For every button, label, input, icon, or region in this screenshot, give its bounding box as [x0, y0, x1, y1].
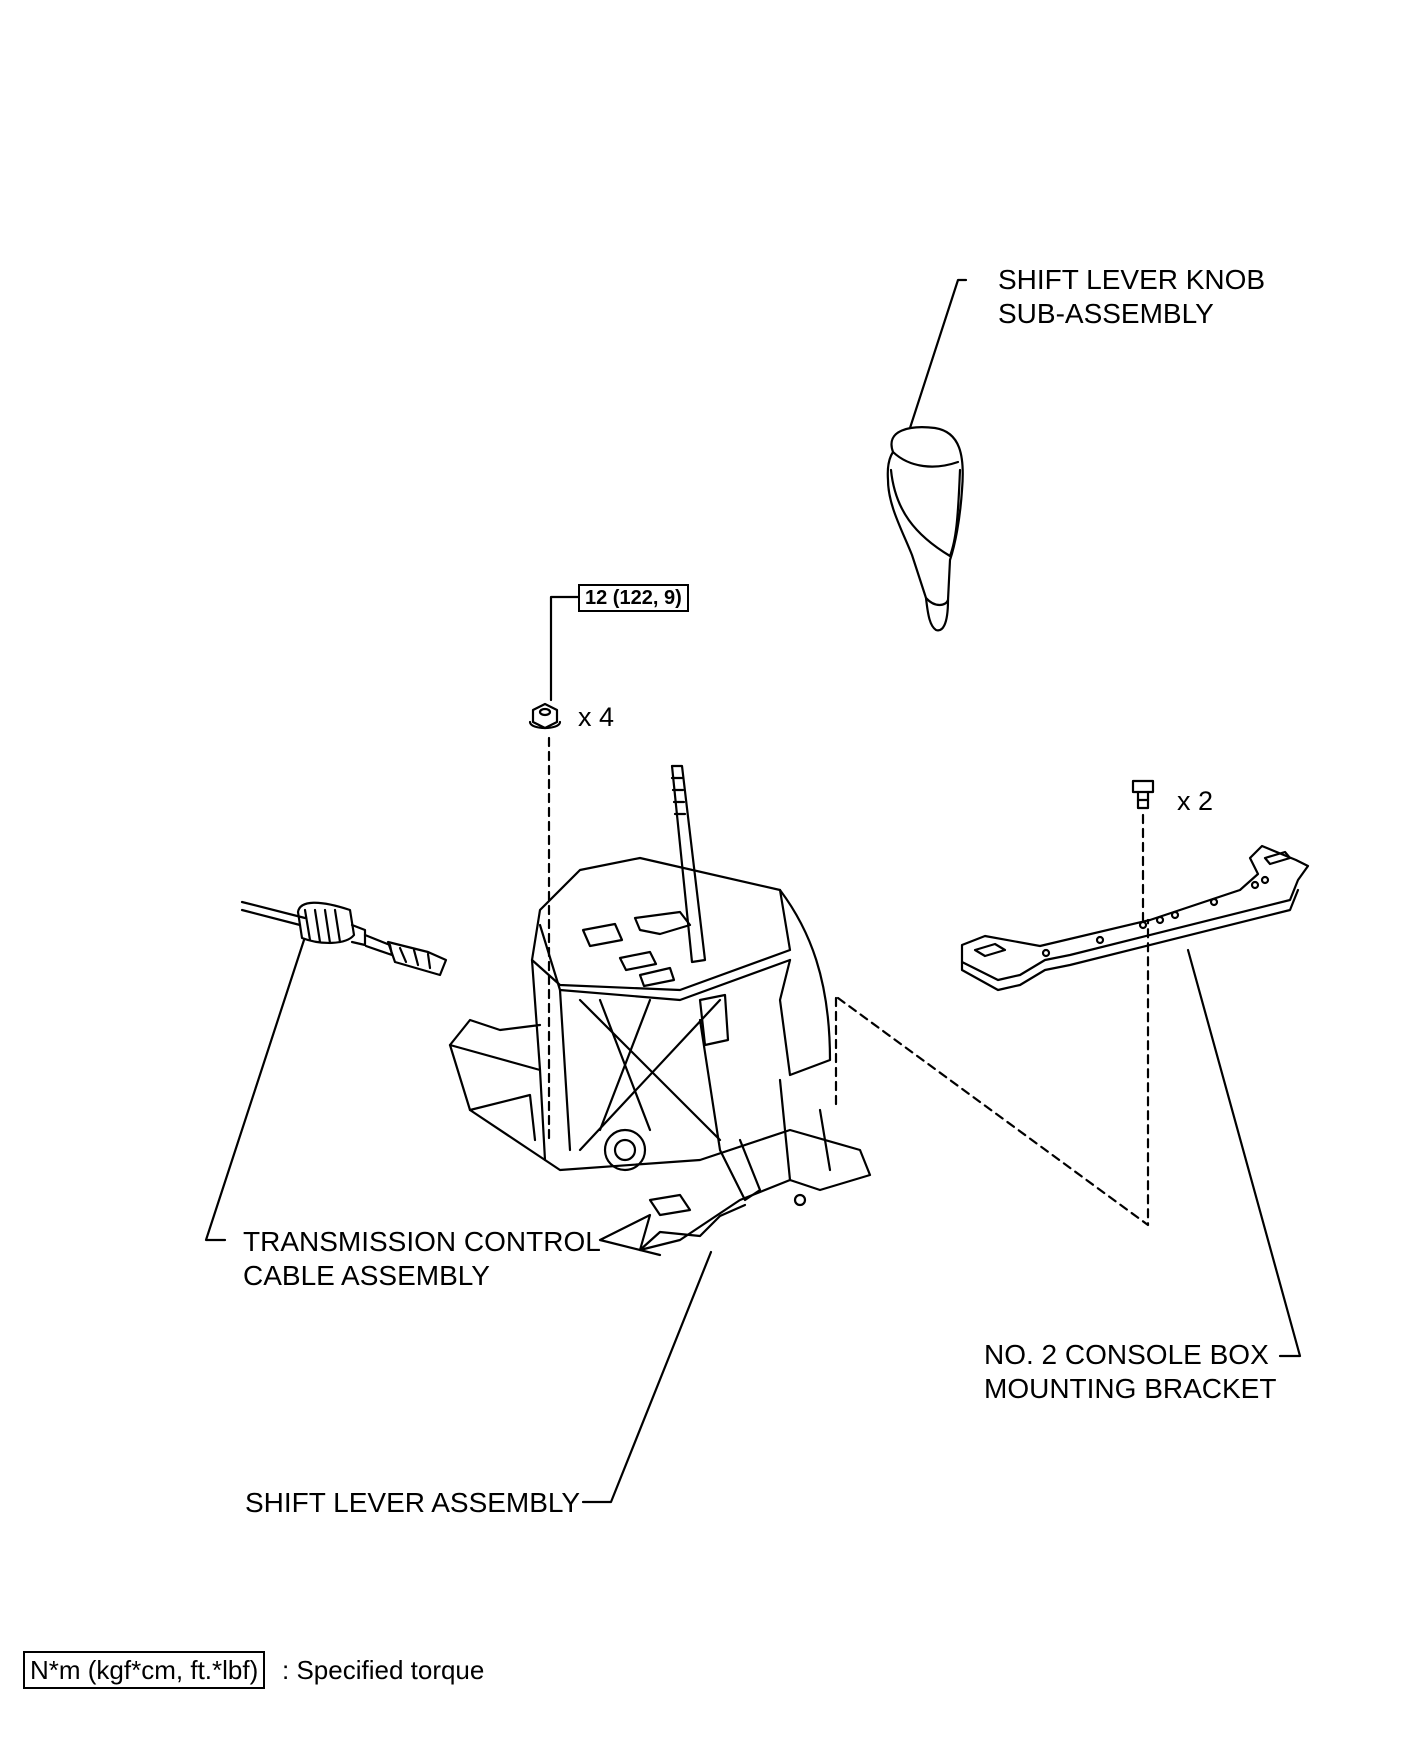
- control-cable-drawing: [240, 900, 448, 977]
- torque-legend-description: : Specified torque: [282, 1655, 485, 1685]
- torque-unit-legend-box: N*m (kgf*cm, ft.*lbf): [23, 1651, 266, 1689]
- bracket-label-line1: NO. 2 CONSOLE BOX: [984, 1339, 1269, 1370]
- cable-leader-line: [204, 938, 306, 1242]
- cable-label-line2: CABLE ASSEMBLY: [243, 1260, 490, 1291]
- nut-quantity: x 4: [578, 702, 615, 732]
- bracket-guide-line: [836, 918, 1150, 1227]
- nut-torque-value: 12 (122, 9): [578, 584, 689, 612]
- flange-nut-drawing: [528, 702, 562, 730]
- shift-lever-assembly-drawing: [448, 764, 872, 1257]
- console-bracket-drawing: [960, 844, 1310, 992]
- bracket-label-line2: MOUNTING BRACKET: [984, 1373, 1277, 1404]
- shift-lever-leader-line: [581, 1250, 713, 1504]
- knob-label-line2: SUB-ASSEMBLY: [998, 298, 1214, 329]
- knob-label-line1: SHIFT LEVER KNOB: [998, 264, 1266, 295]
- bracket-leader-line: [1186, 948, 1302, 1358]
- bolt-drawing: [1131, 779, 1155, 810]
- shift-lever-knob-drawing: [886, 426, 964, 632]
- torque-leader-line: [549, 595, 582, 702]
- bolt-quantity: x 2: [1177, 786, 1214, 816]
- cable-label-line1: TRANSMISSION CONTROL: [243, 1226, 601, 1257]
- knob-leader-line: [908, 278, 968, 430]
- shift-lever-label: SHIFT LEVER ASSEMBLY: [245, 1487, 581, 1518]
